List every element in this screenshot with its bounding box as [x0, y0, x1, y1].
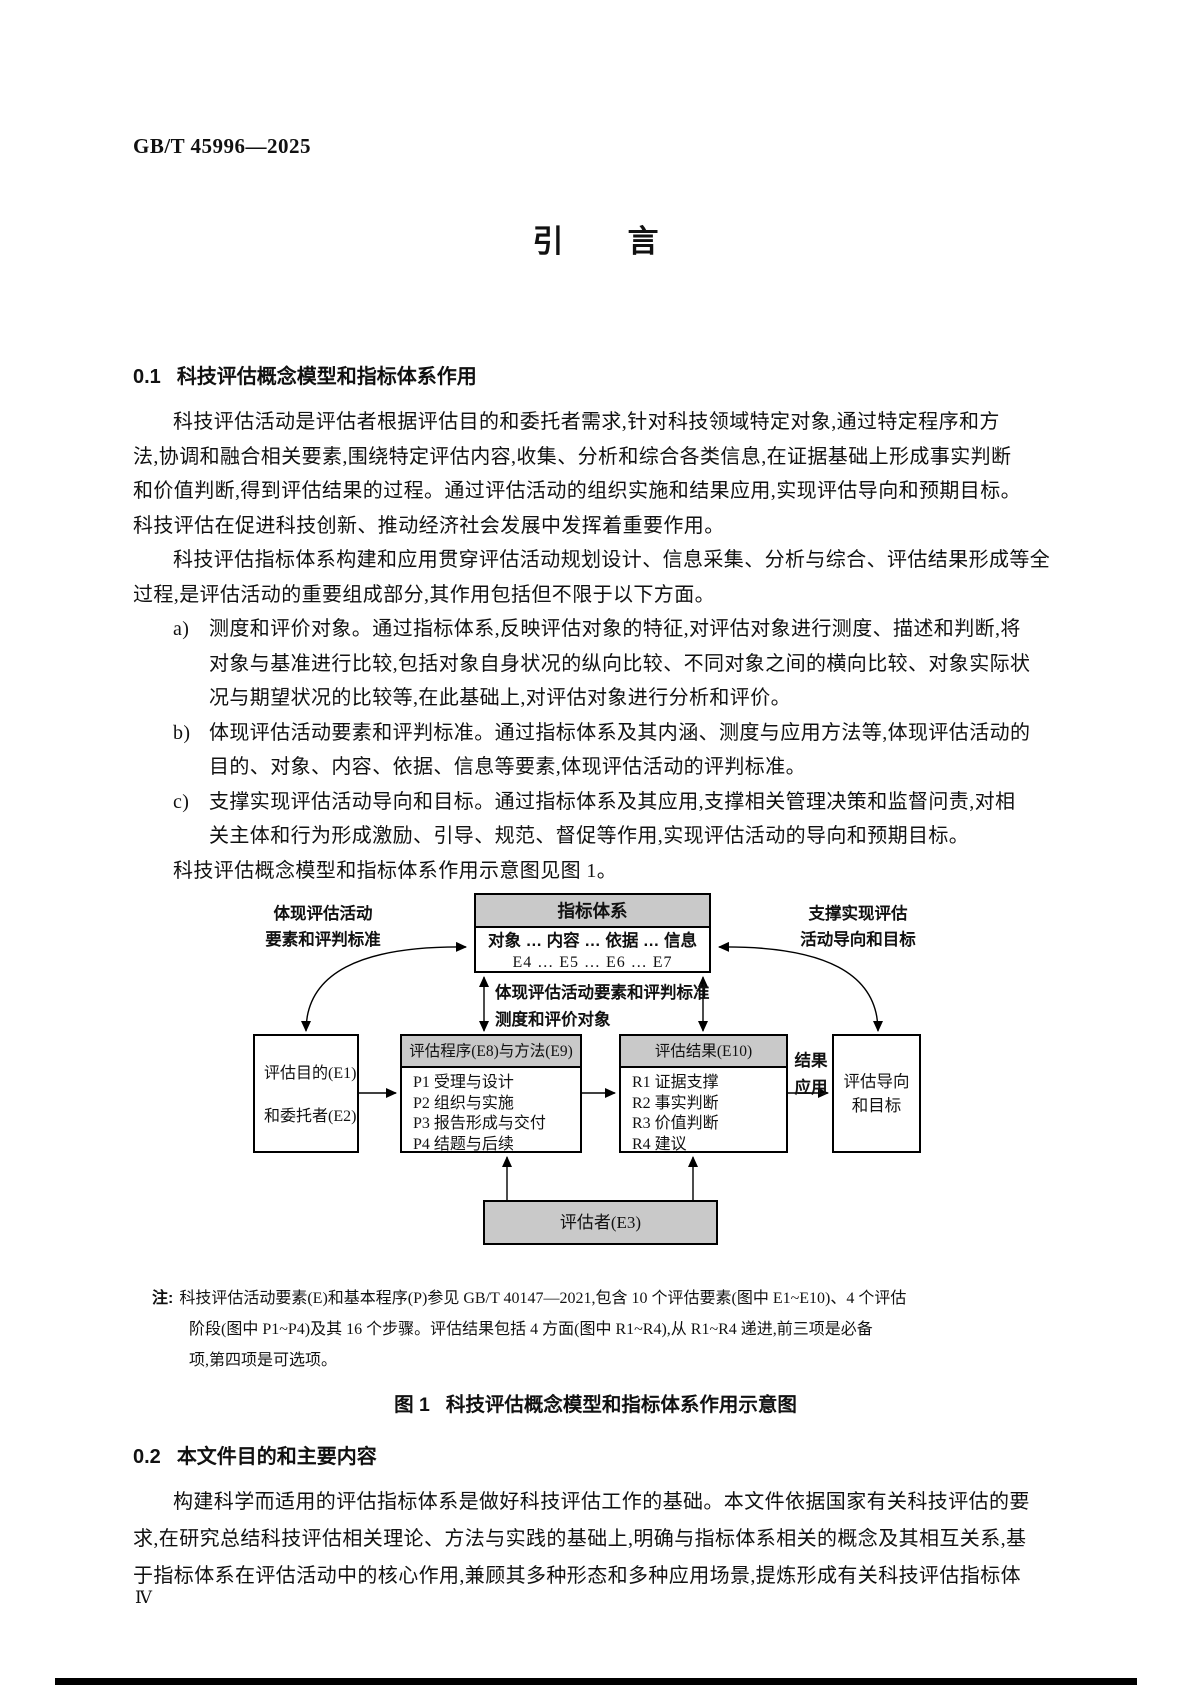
page-number: Ⅳ: [135, 1588, 152, 1607]
paragraph-line: 科技评估活动是评估者根据评估目的和委托者需求,针对科技领域特定对象,通过特定程序…: [173, 411, 1000, 433]
label-line: 应用: [794, 1079, 828, 1097]
list-item-b: b) 体现评估活动要素和评判标准。通过指标体系及其内涵、测度与应用方法等,体现评估…: [133, 716, 1061, 751]
section-0-2-title: 本文件目的和主要内容: [176, 1446, 377, 1468]
indicator-system-box-title: 指标体系: [476, 895, 709, 928]
indicator-codes-row: E4 … E5 … E6 … E7: [512, 954, 673, 971]
diagram-arrows: [301, 941, 883, 1200]
note-line: 项,第四项是可选项。: [189, 1352, 338, 1369]
note-text: 科技评估活动要素(E)和基本程序(P)参见 GB/T 40147—2021,包含…: [179, 1290, 907, 1307]
section-0-1-heading: 0.1 科技评估概念模型和指标体系作用: [133, 360, 477, 389]
list-marker-b: b): [173, 721, 191, 744]
section-0-1-number: 0.1: [133, 366, 161, 388]
procedure-method-box: 评估程序(E8)与方法(E9) P1 受理与设计 P2 组织与实施 P3 报告形…: [400, 1034, 582, 1153]
list-item-a: a) 测度和评价对象。通过指标体系,反映评估对象的特征,对评估对象进行测度、描述和…: [133, 612, 1061, 647]
note-label: 注:: [152, 1290, 174, 1307]
paragraph-line: 法,协调和融合相关要素,围绕特定评估内容,收集、分析和综合各类信息,在证据基础上…: [133, 445, 1012, 468]
result-item: R1 证据支撑: [632, 1074, 719, 1091]
procedure-method-box-title: 评估程序(E8)与方法(E9): [402, 1036, 580, 1068]
paragraph-line: 过程,是评估活动的重要组成部分,其作用包括但不限于以下方面。: [133, 583, 715, 606]
section-0-1-body: 科技评估活动是评估者根据评估目的和委托者需求,针对科技领域特定对象,通过特定程序…: [133, 405, 1061, 888]
box-line: 评估目的(E1): [264, 1065, 357, 1082]
result-item: R4 建议: [632, 1135, 687, 1153]
procedure-step: P3 报告形成与交付: [413, 1115, 546, 1132]
figure-note: 注: 科技评估活动要素(E)和基本程序(P)参见 GB/T 40147—2021,…: [152, 1283, 1067, 1376]
section-0-2-number: 0.2: [133, 1446, 161, 1468]
section-0-1-title: 科技评估概念模型和指标体系作用: [176, 366, 477, 388]
figure-intro-line: 科技评估概念模型和指标体系作用示意图见图 1。: [173, 859, 618, 882]
procedure-step: P4 结题与后续: [413, 1135, 514, 1153]
section-0-2-body: 构建科学而适用的评估指标体系是做好科技评估工作的基础。本文件依据国家有关科技评估…: [133, 1484, 1061, 1595]
box-line: 和委托者(E2): [264, 1108, 357, 1125]
list-item-line: 测度和评价对象。通过指标体系,反映评估对象的特征,对评估对象进行测度、描述和判断…: [209, 618, 1021, 640]
procedure-step: P2 组织与实施: [413, 1094, 514, 1112]
right-curve-arrow: [718, 941, 883, 1032]
page-title-char-1: 引: [532, 224, 564, 259]
list-item-line: 况与期望状况的比较等,在此基础上,对评估对象进行分析和评价。: [209, 687, 791, 709]
indicator-elements-row: 对象 … 内容 … 依据 … 信息: [487, 932, 697, 950]
evaluator-box: 评估者(E3): [483, 1200, 718, 1245]
doc-number: GB/T 45996—2025: [133, 134, 312, 158]
list-marker-c: c): [173, 790, 190, 813]
list-item-line: 关主体和行为形成激励、引导、规范、督促等作用,实现评估活动的导向和预期目标。: [209, 825, 970, 847]
list-item-line: 目的、对象、内容、依据、信息等要素,体现评估活动的评判标准。: [209, 756, 806, 778]
middle-arrows-label: 体现评估活动要素和评判标准 测度和评价对象: [495, 980, 710, 1034]
note-line: 注: 科技评估活动要素(E)和基本程序(P)参见 GB/T 40147—2021,…: [152, 1283, 1067, 1314]
figure-1-diagram: 体现评估活动 要素和评判标准 支撑实现评估 活动导向和目标 体现评估活动要素和评…: [0, 885, 1191, 1260]
result-box-title: 评估结果(E10): [621, 1036, 786, 1068]
list-item-line: 体现评估活动要素和评判标准。通过指标体系及其内涵、测度与应用方法等,体现评估活动…: [209, 721, 1031, 744]
left-curve-arrow: [301, 941, 467, 1032]
label-line: 结果: [794, 1052, 828, 1070]
figure-caption-number: 图 1: [394, 1394, 430, 1416]
procedure-step: P1 受理与设计: [413, 1074, 514, 1091]
label-line: 体现评估活动: [273, 905, 373, 923]
label-line: 支撑实现评估: [808, 905, 908, 923]
list-item-c: c) 支撑实现评估活动导向和目标。通过指标体系及其应用,支撑相关管理决策和监督问责…: [133, 785, 1061, 820]
label-line: 测度和评价对象: [495, 1011, 611, 1029]
result-apply-label: 结果 应用: [790, 1048, 832, 1102]
label-line: 要素和评判标准: [265, 931, 381, 949]
orientation-goal-box: 评估导向 和目标: [832, 1034, 921, 1153]
paragraph-line: 求,在研究总结科技评估相关理论、方法与实践的基础上,明确与指标体系相关的概念及其…: [133, 1528, 1027, 1550]
purpose-client-box: 评估目的(E1) 和委托者(E2): [253, 1034, 359, 1153]
list-item-line: 对象与基准进行比较,包括对象自身状况的纵向比较、不同对象之间的横向比较、对象实际…: [209, 652, 1031, 675]
box-line: 和目标: [851, 1095, 902, 1115]
paragraph-line: 科技评估在促进科技创新、推动经济社会发展中发挥着重要作用。: [133, 514, 725, 537]
section-0-2-heading: 0.2 本文件目的和主要内容: [133, 1440, 377, 1469]
page-title: 引言: [0, 216, 1191, 261]
figure-caption: 图 1 科技评估概念模型和指标体系作用示意图: [0, 1388, 1191, 1417]
note-line: 阶段(图中 P1~P4)及其 16 个步骤。评估结果包括 4 方面(图中 R1~…: [189, 1321, 873, 1338]
paragraph-line: 构建科学而适用的评估指标体系是做好科技评估工作的基础。本文件依据国家有关科技评估…: [173, 1491, 1030, 1513]
indicator-system-box: 指标体系 对象 … 内容 … 依据 … 信息 E4 … E5 … E6 … E7: [474, 893, 711, 973]
label-line: 活动导向和目标: [800, 931, 916, 949]
page-title-char-2: 言: [627, 224, 659, 259]
paragraph-line: 和价值判断,得到评估结果的过程。通过评估活动的组织实施和结果应用,实现评估导向和…: [133, 480, 1021, 502]
result-item: R3 价值判断: [632, 1115, 719, 1132]
list-marker-a: a): [173, 618, 190, 640]
label-line: 体现评估活动要素和评判标准: [495, 984, 710, 1002]
right-curve-label: 支撑实现评估 活动导向和目标: [772, 901, 944, 953]
box-line: 评估导向: [843, 1071, 910, 1091]
result-item: R2 事实判断: [632, 1094, 719, 1112]
left-curve-label: 体现评估活动 要素和评判标准: [240, 901, 406, 953]
scan-artifact-bar: [55, 1678, 1137, 1685]
list-item-line: 支撑实现评估活动导向和目标。通过指标体系及其应用,支撑相关管理决策和监督问责,对…: [209, 790, 1016, 813]
paragraph-line: 科技评估指标体系构建和应用贯穿评估活动规划设计、信息采集、分析与综合、评估结果形…: [173, 549, 1051, 571]
paragraph-line: 于指标体系在评估活动中的核心作用,兼顾其多种形态和多种应用场景,提炼形成有关科技…: [133, 1565, 1021, 1587]
result-box: 评估结果(E10) R1 证据支撑 R2 事实判断 R3 价值判断 R4 建议: [619, 1034, 788, 1153]
figure-caption-text: 科技评估概念模型和指标体系作用示意图: [445, 1394, 797, 1416]
